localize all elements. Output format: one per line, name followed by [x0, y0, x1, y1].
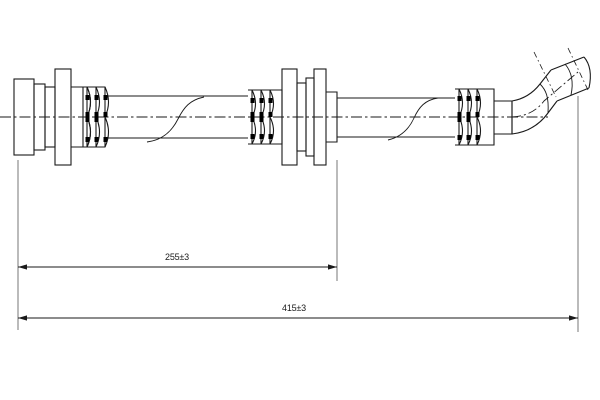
hose-section-left [105, 95, 248, 139]
dimension-extension-lines [17, 96, 579, 332]
dimension-label-255: 255±3 [163, 252, 191, 263]
dimension-line-415 [18, 315, 578, 321]
middle-bracket-collars [281, 68, 338, 166]
angled-centerline [511, 71, 579, 118]
hose-lay-line-left [146, 96, 205, 143]
crimp-hatch-marks [85, 95, 480, 142]
angled-banjo-tube [511, 56, 591, 135]
drawing-geometry [0, 47, 591, 332]
hose-lay-line-right [387, 97, 439, 141]
dimension-label-415: 415±3 [280, 303, 308, 314]
angled-reference-ticks [533, 47, 589, 98]
dimension-line-255 [18, 264, 337, 270]
